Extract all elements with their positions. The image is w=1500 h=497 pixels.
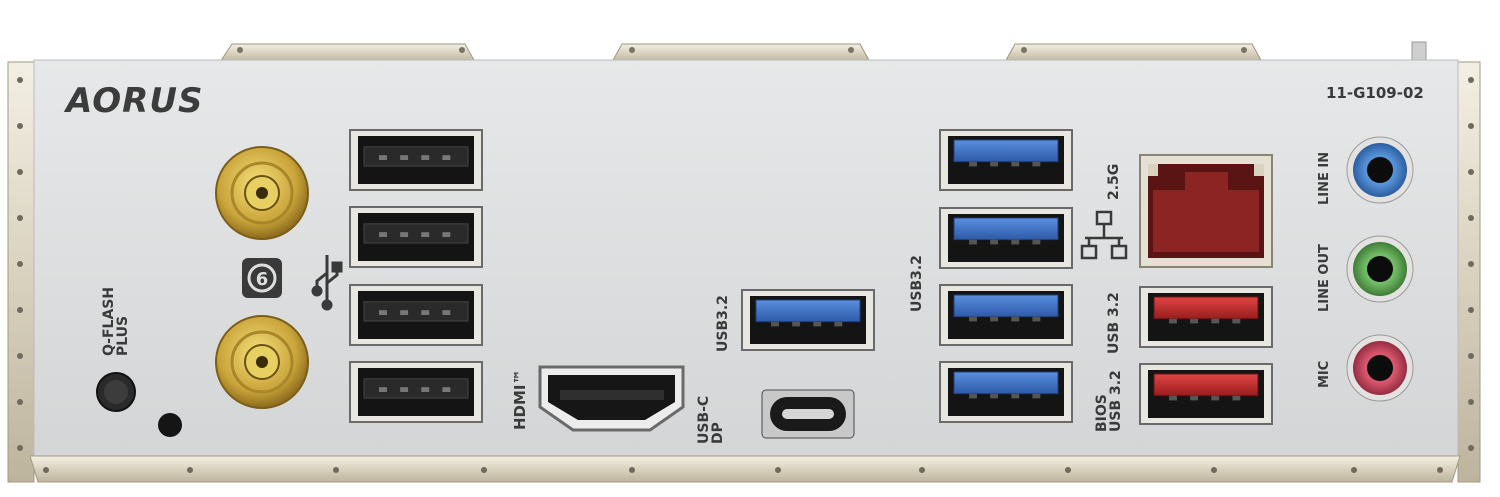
- aorus-logo: AORUS: [66, 81, 204, 121]
- usbc-label-line1: USB-C: [696, 395, 712, 444]
- line-in-label: LINE IN: [1317, 151, 1332, 205]
- bios-label-line1: BIOS: [1094, 394, 1110, 432]
- line-out-label: LINE OUT: [1317, 244, 1332, 312]
- usb-c-port[interactable]: [761, 389, 855, 439]
- mic-label: MIC: [1317, 360, 1332, 388]
- usb2-port-2[interactable]: [349, 206, 483, 268]
- usb32-port-center-a[interactable]: [741, 289, 875, 351]
- network-icon: [1080, 210, 1128, 260]
- wifi-antenna-connector-bottom[interactable]: [215, 315, 309, 409]
- usb32-red-port-1[interactable]: [1139, 286, 1273, 348]
- svg-text:6: 6: [256, 269, 269, 290]
- line-out-jack[interactable]: [1346, 235, 1414, 303]
- usb2-ports: [349, 129, 483, 423]
- usb2-port-3[interactable]: [349, 284, 483, 346]
- usb32-port-2[interactable]: [939, 207, 1073, 269]
- line-in-jack[interactable]: [1346, 136, 1414, 204]
- usb-trident-icon: [311, 255, 343, 311]
- bios-usb-label: BIOS USB 3.2: [1094, 370, 1125, 432]
- usb2-port-1[interactable]: [349, 129, 483, 191]
- top-clips: [219, 43, 1263, 63]
- usb32-red-ports: [1139, 286, 1273, 425]
- usb32-port-1[interactable]: [939, 129, 1073, 191]
- usbc-label-line2: DP: [710, 422, 727, 444]
- usbc-dp-label: USB-C DP: [696, 395, 727, 444]
- bios-label-line2: USB 3.2: [1108, 370, 1125, 432]
- hdmi-port[interactable]: [538, 365, 685, 432]
- wifi-antenna-connector-top[interactable]: [215, 146, 309, 240]
- wifi6-icon: 6: [242, 258, 282, 298]
- lan-speed-label: 2.5G: [1106, 163, 1122, 200]
- model-number: 11-G109-02: [1326, 84, 1424, 102]
- clear-cmos-hole[interactable]: [158, 413, 182, 437]
- hdmi-label: HDMI™: [511, 369, 529, 430]
- usb32-red-port-2[interactable]: [1139, 363, 1273, 425]
- usb32-ports-right: [939, 129, 1073, 423]
- usb32-port-3[interactable]: [939, 284, 1073, 346]
- usb32-right-label: USB3.2: [909, 255, 925, 312]
- usb2-port-4[interactable]: [349, 361, 483, 423]
- usb32-center-label: USB3.2: [715, 295, 731, 352]
- qflash-label: Q-FLASH PLUS: [101, 286, 132, 356]
- mic-jack[interactable]: [1346, 334, 1414, 402]
- qflash-label-line1: Q-FLASH: [101, 286, 117, 356]
- qflash-button[interactable]: [96, 372, 136, 412]
- usb32-port-center[interactable]: [741, 289, 875, 351]
- lan-port[interactable]: [1139, 154, 1273, 268]
- usb32-red-label: USB 3.2: [1106, 292, 1122, 354]
- qflash-label-line2: PLUS: [115, 315, 132, 356]
- usb32-port-4[interactable]: [939, 361, 1073, 423]
